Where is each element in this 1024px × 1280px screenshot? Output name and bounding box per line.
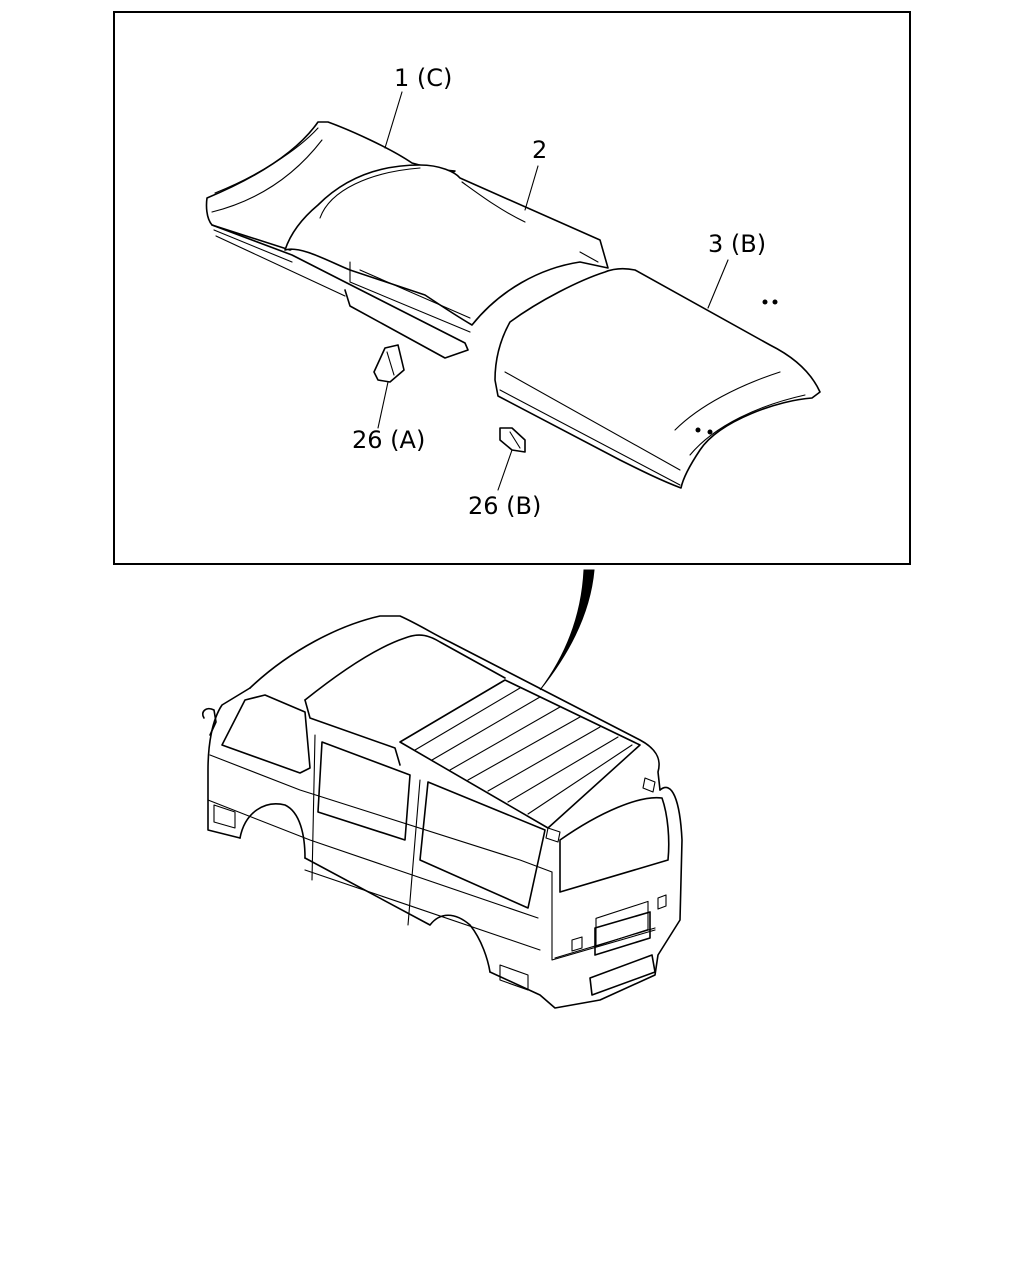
part-26a-bracket (373, 344, 405, 383)
detail-pointer-arrow (539, 569, 595, 691)
callout-1c: 1 (C) (394, 64, 452, 92)
part-2-centre-roof-panel (284, 164, 609, 333)
part-1-front-roof-panel (205, 121, 469, 359)
part-26b-bracket (499, 427, 526, 453)
callout-26a: 26 (A) (352, 426, 425, 454)
van-body-overview (201, 615, 683, 1009)
callout-2: 2 (532, 136, 547, 164)
part-3-rear-roof-panel (494, 267, 821, 489)
leader-lines (377, 91, 729, 491)
detail-frame (113, 11, 911, 565)
callout-3b: 3 (B) (708, 230, 766, 258)
callout-26b: 26 (B) (468, 492, 541, 520)
